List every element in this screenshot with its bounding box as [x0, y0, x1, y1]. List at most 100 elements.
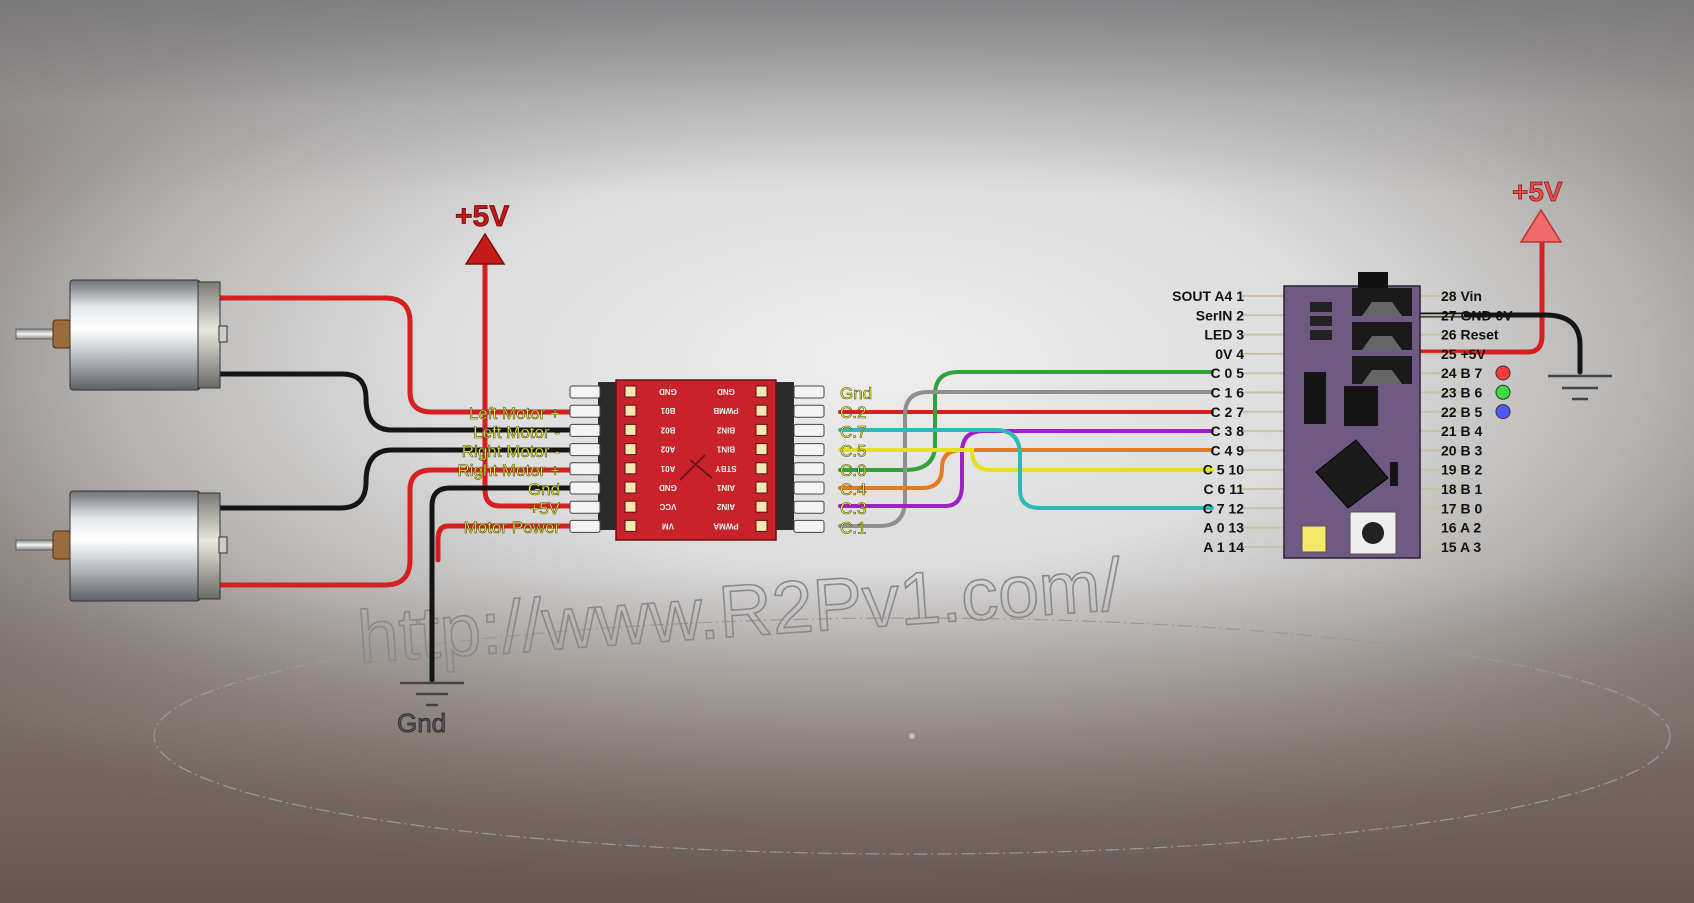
mcu-right-pin-label: 17 B 0 — [1441, 500, 1482, 516]
driver-pad-right — [755, 404, 768, 417]
vcc-label-left: +5V — [455, 200, 509, 233]
driver-header-pin-right — [793, 500, 825, 514]
driver-pad-right — [755, 462, 768, 475]
driver-pin-text-right: BIN2 — [716, 425, 735, 434]
floor-ellipse — [153, 617, 1671, 855]
driver-pad-left — [624, 462, 637, 475]
driver-header-pin-left — [569, 423, 601, 437]
mcu-left-pin-label: C 0 5 — [1211, 365, 1245, 381]
vcc-symbol-right: +5V — [1512, 176, 1563, 243]
driver-pin-text-left: GND — [659, 387, 677, 396]
driver-left-label: Motor Power — [464, 518, 561, 537]
led-blue-icon — [1495, 404, 1511, 420]
driver-right-label: Gnd — [840, 384, 872, 403]
driver-header-pin-right — [793, 385, 825, 399]
watermark-url: http://www.R2Pv1.com/ — [355, 543, 1124, 679]
driver-pad-left — [624, 481, 637, 494]
signal-wires — [838, 237, 1583, 528]
driver-header-pin-right — [793, 443, 825, 457]
mcu-left-pin-label: C 4 9 — [1211, 442, 1245, 458]
driver-pin-text-left: B02 — [660, 425, 675, 434]
driver-pad-right — [755, 423, 768, 436]
driver-header-pin-left — [569, 481, 601, 495]
driver-header-pin-left — [569, 443, 601, 457]
mcu-left-pin-label: SOUT A4 1 — [1172, 288, 1244, 304]
mcu-left-pin-label: C 3 8 — [1211, 423, 1245, 439]
mcu-right-pin-label: 19 B 2 — [1441, 462, 1482, 478]
mcu-right-pin-label: 28 Vin — [1441, 288, 1482, 304]
driver-left-label: Gnd — [528, 480, 560, 499]
mcu-right-pin-label: 16 A 2 — [1441, 520, 1481, 536]
microcontroller-board — [1240, 272, 1464, 559]
mcu-left-pin-label: C 1 6 — [1211, 385, 1245, 401]
mcu-right-pin-label: 18 B 1 — [1441, 481, 1482, 497]
driver-right-label: C.1 — [840, 518, 866, 537]
driver-pin-text-right: PWMA — [713, 521, 739, 530]
driver-pad-left — [624, 404, 637, 417]
led-red-icon — [1495, 365, 1511, 381]
driver-pin-text-left: A01 — [660, 464, 675, 473]
mcu-left-pin-label: C 5 10 — [1203, 462, 1244, 478]
floor-center-mark — [909, 733, 915, 739]
driver-right-label: C.2 — [840, 403, 866, 422]
driver-header-pin-right — [793, 481, 825, 495]
driver-pin-text-right: PWMB — [713, 406, 739, 415]
driver-pad-right — [755, 519, 768, 532]
ground-label: Gnd — [397, 708, 446, 738]
driver-header-pin-left — [569, 404, 601, 418]
mcu-right-pin-label: 23 B 6 — [1441, 385, 1482, 401]
driver-left-label: Left Motor - — [473, 423, 560, 442]
driver-right-label: C.5 — [840, 442, 866, 461]
mcu-right-pin-label: 20 B 3 — [1441, 442, 1482, 458]
driver-pin-text-right: AIN1 — [716, 483, 735, 492]
driver-pad-right — [755, 500, 768, 513]
driver-left-label: Right Motor - — [462, 442, 560, 461]
driver-header-pin-left — [569, 519, 601, 533]
mcu-left-pin-label: SerIN 2 — [1196, 307, 1244, 323]
mcu-right-pin-label: 27 GND 0V — [1441, 307, 1513, 323]
driver-pad-left — [624, 443, 637, 456]
mcu-left-pin-label: C 7 12 — [1203, 500, 1244, 516]
mcu-left-pin-label: 0V 4 — [1215, 346, 1244, 362]
mcu-right-pin-label: 25 +5V — [1441, 346, 1486, 362]
driver-pin-text-right: GND — [717, 387, 735, 396]
driver-left-label: +5V — [529, 499, 560, 518]
mcu-left-pin-label: A 1 14 — [1203, 539, 1244, 555]
driver-header-pin-left — [569, 462, 601, 476]
mcu-left-pin-label: C 6 11 — [1204, 481, 1245, 497]
driver-left-label: Right Motor + — [457, 461, 560, 480]
driver-pad-left — [624, 519, 637, 532]
driver-pad-left — [624, 500, 637, 513]
driver-pin-text-left: VCC — [659, 502, 676, 511]
led-green-icon — [1495, 384, 1511, 400]
left-wires — [217, 262, 573, 683]
mcu-right-pin-label: 24 B 7 — [1441, 365, 1482, 381]
driver-right-label: C.4 — [840, 480, 866, 499]
driver-pin-text-left: GND — [659, 483, 677, 492]
driver-pin-text-right: AIN2 — [716, 502, 735, 511]
vcc-symbol-left: +5V — [455, 200, 510, 265]
mcu-left-pin-label: A 0 13 — [1203, 520, 1244, 536]
driver-header-pin-right — [793, 404, 825, 418]
driver-right-label: C.0 — [840, 461, 866, 480]
driver-right-label: C.7 — [840, 422, 866, 441]
driver-pad-right — [755, 481, 768, 494]
driver-header-pin-right — [793, 423, 825, 437]
driver-header-pin-left — [569, 385, 601, 399]
driver-header-pin-right — [793, 519, 825, 533]
driver-pin-text-right: STBY — [715, 464, 737, 473]
driver-pad-left — [624, 385, 637, 398]
mcu-right-pin-label: 15 A 3 — [1441, 539, 1481, 555]
motor-driver-board — [569, 379, 825, 541]
driver-pin-text-left: B01 — [660, 406, 675, 415]
mcu-right-pin-label: 26 Reset — [1441, 327, 1499, 343]
driver-header-pin-right — [793, 462, 825, 476]
driver-pad-right — [755, 443, 768, 456]
mcu-left-pin-label: C 2 7 — [1211, 404, 1245, 420]
ground-symbol-right — [1548, 374, 1612, 401]
driver-pin-text-left: VM — [662, 521, 674, 530]
driver-pad-right — [755, 385, 768, 398]
driver-pin-text-left: A02 — [660, 445, 675, 454]
